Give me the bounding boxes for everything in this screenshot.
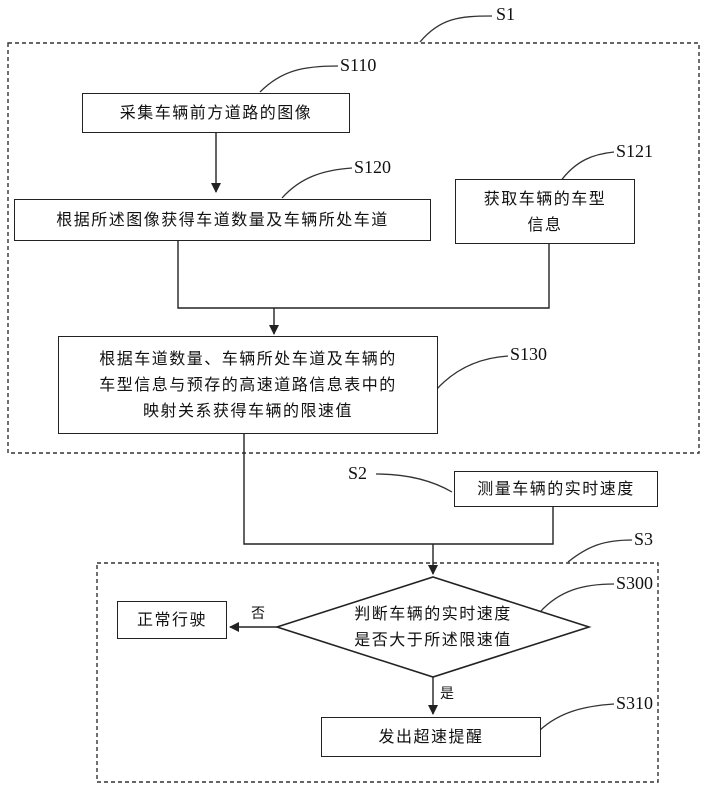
step-normal-driving: 正常行驶 — [117, 601, 227, 639]
step-lane-count: 根据所述图像获得车道数量及车辆所处车道 — [14, 199, 431, 241]
leader-s120 — [282, 168, 352, 198]
label-s300: S300 — [616, 573, 653, 594]
leader-s2 — [376, 474, 452, 492]
label-s110: S110 — [340, 55, 376, 76]
label-s310: S310 — [616, 693, 653, 714]
label-s2: S2 — [348, 463, 367, 484]
step-speed-limit: 根据车道数量、车辆所处车道及车辆的 车型信息与预存的高速道路信息表中的 映射关系… — [58, 336, 438, 434]
leader-s121 — [560, 152, 614, 182]
label-s121: S121 — [616, 141, 653, 162]
label-s1: S1 — [496, 4, 515, 25]
label-s3: S3 — [634, 529, 653, 550]
step-capture-image: 采集车辆前方道路的图像 — [82, 93, 350, 133]
leader-s300 — [540, 584, 614, 612]
leader-s3 — [568, 540, 632, 562]
branch-yes-label: 是 — [440, 683, 454, 703]
step-measure-speed: 测量车辆的实时速度 — [454, 471, 658, 507]
label-s130: S130 — [510, 344, 547, 365]
leader-s1 — [420, 16, 492, 42]
leader-s310 — [540, 704, 614, 730]
leader-s110 — [260, 66, 338, 92]
line-lane-to-merge — [178, 241, 549, 308]
label-s120: S120 — [354, 157, 391, 178]
decision-text: 判断车辆的实时速度 是否大于所述限速值 — [315, 601, 551, 653]
step-vehicle-type: 获取车辆的车型 信息 — [455, 179, 635, 244]
branch-no-label: 否 — [251, 603, 265, 623]
leader-s130 — [436, 356, 508, 390]
step-overspeed-alert: 发出超速提醒 — [321, 717, 541, 757]
